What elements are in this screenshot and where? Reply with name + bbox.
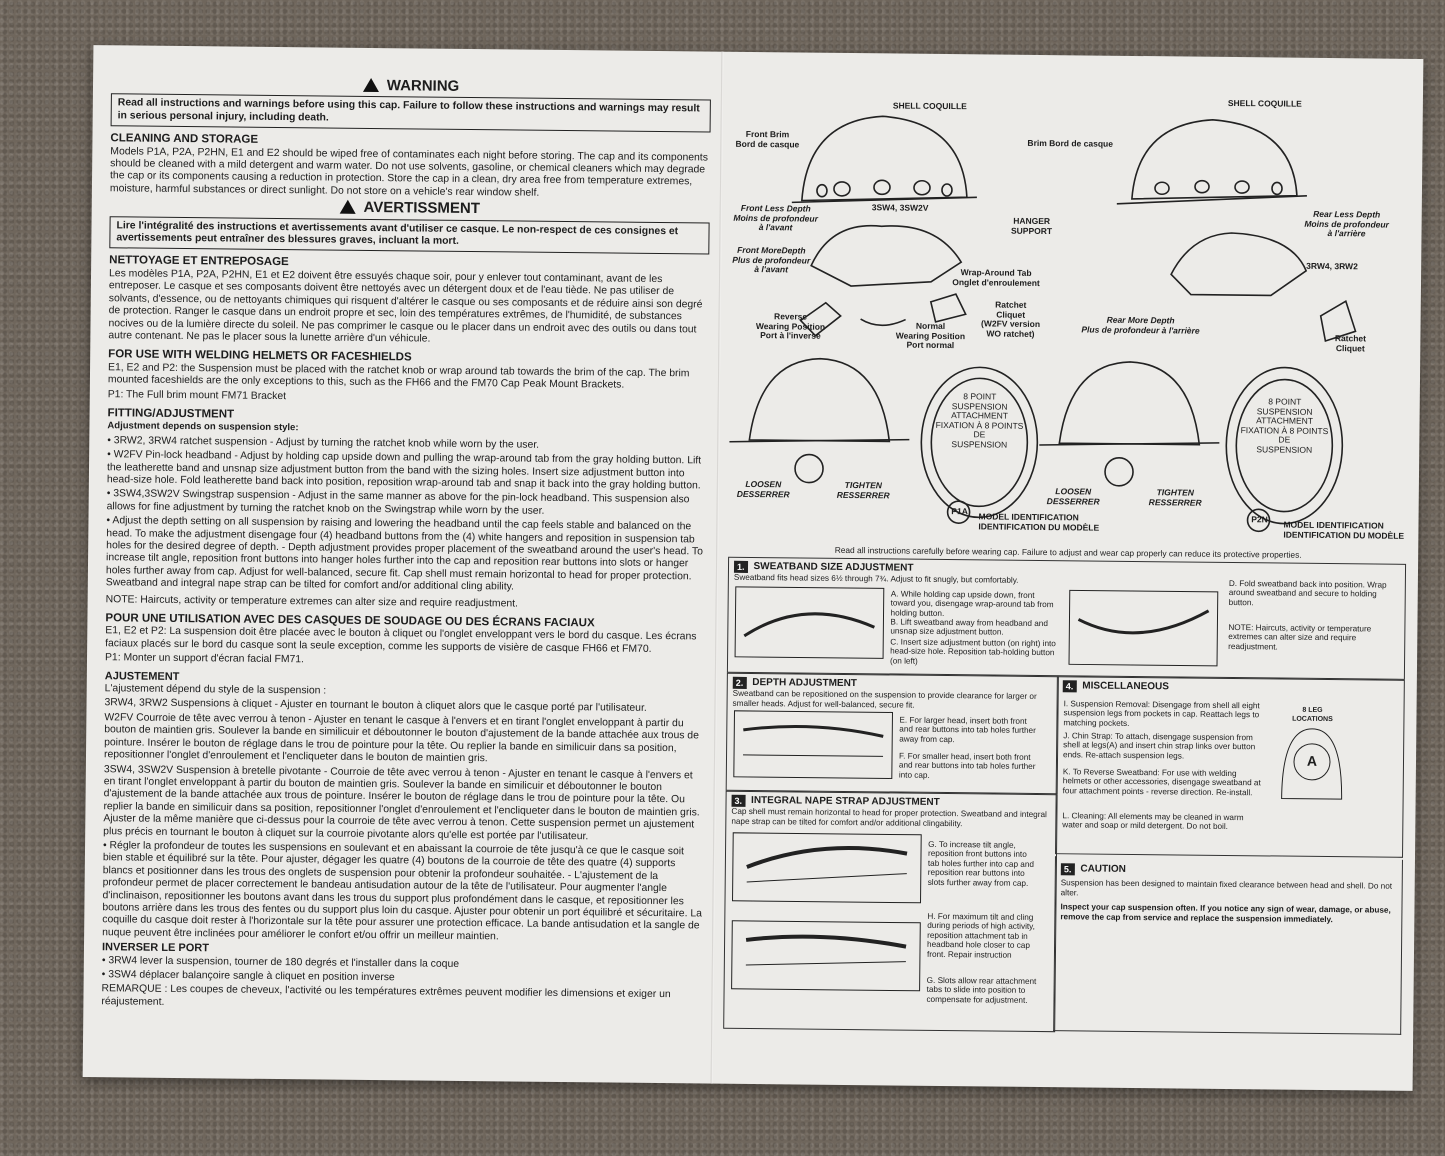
center-fold <box>710 51 724 1084</box>
label-rw-models: 3RW4, 3RW2 <box>1306 260 1358 272</box>
fitting-item: • 3SW4,3SW2V Swingstrap suspension - Adj… <box>106 488 690 517</box>
section-title: DEPTH ADJUSTMENT <box>752 676 858 689</box>
badge-p1a: P1A <box>951 506 968 517</box>
label-eight-point: 8 POINT SUSPENSION ATTACHMENT FIXATION À… <box>1240 396 1329 455</box>
label-rear-more-depth: Rear More Depth Plus de profondeur à l'a… <box>1081 314 1200 336</box>
section-caution: 5. CAUTION Suspension has been designed t… <box>1053 855 1403 1035</box>
label-reverse-wearing: Reverse Wearing Position Port à l'invers… <box>755 311 826 341</box>
label-ratchet: Ratchet Cliquet (W2FV version WO ratchet… <box>980 299 1041 339</box>
caution-text: Suspension has been designed to maintain… <box>1060 878 1393 898</box>
label-shell-coquille: SHELL COQUILLE <box>892 100 967 112</box>
suspension-top-views <box>729 357 1344 533</box>
section-title: CAUTION <box>1080 863 1127 875</box>
label-tighten: TIGHTEN RESSERRER <box>1148 487 1202 508</box>
depth-figure <box>733 709 894 779</box>
fitting-item: • W2FV Pin-lock headband - Adjust by hol… <box>106 449 702 492</box>
label-loosen: LOOSEN DESSERRER <box>736 478 790 499</box>
instruction-sheet: WARNING Read all instructions and warnin… <box>82 45 1424 1091</box>
section-number: 3. <box>731 794 746 808</box>
fr-welding-text: E1, E2 et P2: La suspension doit être pl… <box>105 625 697 655</box>
sweatband-figure-left <box>734 585 885 659</box>
misc-j: J. Chin Strap: To attach, disengage susp… <box>1063 730 1256 761</box>
label-loosen: LOOSEN DESSERRER <box>1046 486 1100 507</box>
label-rear-less-depth: Rear Less Depth Moins de profondeur à l'… <box>1304 208 1389 239</box>
model-id-label: MODEL IDENTIFICATION IDENTIFICATION DU M… <box>978 511 1100 533</box>
section-number: 1. <box>733 560 748 574</box>
section-misc: 4. MISCELLANEOUS I. Suspension Removal: D… <box>1055 675 1405 858</box>
left-page: WARNING Read all instructions and warnin… <box>101 73 711 1016</box>
label-brim-bord: Brim Bord de casque <box>1027 137 1114 149</box>
warning-header: WARNING <box>111 75 711 96</box>
step-slots: G. Slots allow rear attachment tabs to s… <box>926 975 1037 1005</box>
section-depth: 2. DEPTH ADJUSTMENT Sweatband can be repo… <box>725 672 1059 794</box>
label-hanger-support: HANGER SUPPORT <box>1010 215 1053 236</box>
step-g: G. To increase tilt angle, reposition fr… <box>927 839 1035 888</box>
step-d: D. Fold sweatband back into position. Wr… <box>1228 578 1387 608</box>
ajustement-item: 3SW4, 3SW2V Suspension à bretelle pivota… <box>103 763 700 842</box>
leg-locations-figure <box>1281 727 1343 800</box>
note: NOTE: Haircuts, activity or temperature … <box>1228 622 1372 652</box>
ajustement-item: W2FV Courroie de tête avec verrou à teno… <box>103 712 699 765</box>
section-title: SWEATBAND SIZE ADJUSTMENT <box>753 560 914 574</box>
remarque: REMARQUE : Les coupes de cheveux, l'acti… <box>101 983 671 1008</box>
label-sw-models: 3SW4, 3SW2V <box>871 202 929 213</box>
label-front-less-depth: Front Less Depth Moins de profondeur à l… <box>733 202 818 233</box>
leg-locations-label: 8 LEG LOCATIONS <box>1292 706 1333 724</box>
caution-bold: Inspect your cap suspension often. If yo… <box>1060 902 1391 925</box>
nape-figure-top <box>732 831 922 903</box>
suspension-diagrams: SHELL COQUILLE SHELL COQUILLE Front Brim… <box>730 80 1413 357</box>
sweatband-figure-right <box>1068 589 1219 666</box>
right-page: SHELL COQUILLE SHELL COQUILLE Front Brim… <box>723 80 1413 1064</box>
label-front-more-depth: Front MoreDepth Plus de profondeur à l'a… <box>732 244 811 275</box>
leg-letter-a: A <box>1306 752 1318 769</box>
section-number: 2. <box>732 676 747 690</box>
label-eight-point: 8 POINT SUSPENSION ATTACHMENT FIXATION À… <box>935 391 1024 450</box>
label-shell-coquille: SHELL COQUILLE <box>1227 97 1302 109</box>
label-tighten: TIGHTEN RESSERRER <box>836 479 890 500</box>
section-title: INTEGRAL NAPE STRAP ADJUSTMENT <box>751 794 940 808</box>
section-sub: Sweatband can be repositioned on the sus… <box>732 688 1037 710</box>
nape-figure-bottom <box>731 919 921 991</box>
section-number: 4. <box>1062 679 1077 693</box>
misc-l: L. Cleaning: All elements may be cleaned… <box>1062 810 1244 832</box>
fitting-item: • Adjust the depth setting on all suspen… <box>105 515 703 593</box>
instruction-panels: 1.SWEATBAND SIZE ADJUSTMENT Sweatband fi… <box>723 556 1407 1063</box>
step-c: C. Insert size adjustment button (on rig… <box>889 637 1056 666</box>
fitting-note: NOTE: Haircuts, activity or temperature … <box>105 593 518 610</box>
warning-box: Read all instructions and warnings befor… <box>110 93 711 133</box>
avertissement-box: Lire l'intégralité des instructions et a… <box>109 215 710 255</box>
step-a: A. While holding cap upside down, front … <box>890 589 1054 618</box>
section-number: 5. <box>1060 862 1075 876</box>
label-front-brim: Front Brim Bord de casque <box>735 128 800 149</box>
model-id-label: MODEL IDENTIFICATION IDENTIFICATION DU M… <box>1283 519 1405 541</box>
welding-text: E1, E2 and P2: the Suspension must be pl… <box>107 361 690 391</box>
model-identification: 8 POINT SUSPENSION ATTACHMENT FIXATION À… <box>728 350 1410 547</box>
label-ratchet-b: Ratchet Cliquet <box>1334 333 1367 353</box>
section-title: MISCELLANEOUS <box>1082 680 1170 692</box>
step-b: B. Lift sweatband away from headband and… <box>890 617 1048 637</box>
label-wrap-around-tab: Wrap-Around Tab Onglet d'enroulement <box>952 267 1040 288</box>
nettoyage-text: Les modèles P1A, P2A, P2HN, E1 et E2 doi… <box>108 268 703 345</box>
step-e: E. For larger head, insert both front an… <box>899 715 1036 744</box>
warning-icon <box>362 77 379 93</box>
misc-k: K. To Reverse Sweatband: For use with we… <box>1062 766 1261 798</box>
step-h: H. For maximum tilt and cling during per… <box>926 911 1036 960</box>
misc-i: I. Suspension Removal: Disengage from sh… <box>1063 698 1260 728</box>
label-normal-wearing: Normal Wearing Position Port normal <box>895 320 966 351</box>
ajustement-item: • Régler la profondeur de toutes les sus… <box>102 840 702 943</box>
warning-icon <box>339 199 356 215</box>
section-sweatband: 1.SWEATBAND SIZE ADJUSTMENT Sweatband fi… <box>726 556 1407 680</box>
step-f: F. For smaller head, insert both front a… <box>898 751 1036 780</box>
badge-p2n: P2N <box>1251 514 1268 525</box>
cleaning-text: Models P1A, P2A, P2HN, E1 and E2 should … <box>109 145 708 199</box>
section-sub: Cap shell must remain horizontal to head… <box>731 806 1047 828</box>
hardhat-illustrations <box>791 115 1357 343</box>
section-nape-strap: 3. INTEGRAL NAPE STRAP ADJUSTMENT Cap she… <box>723 790 1058 1032</box>
